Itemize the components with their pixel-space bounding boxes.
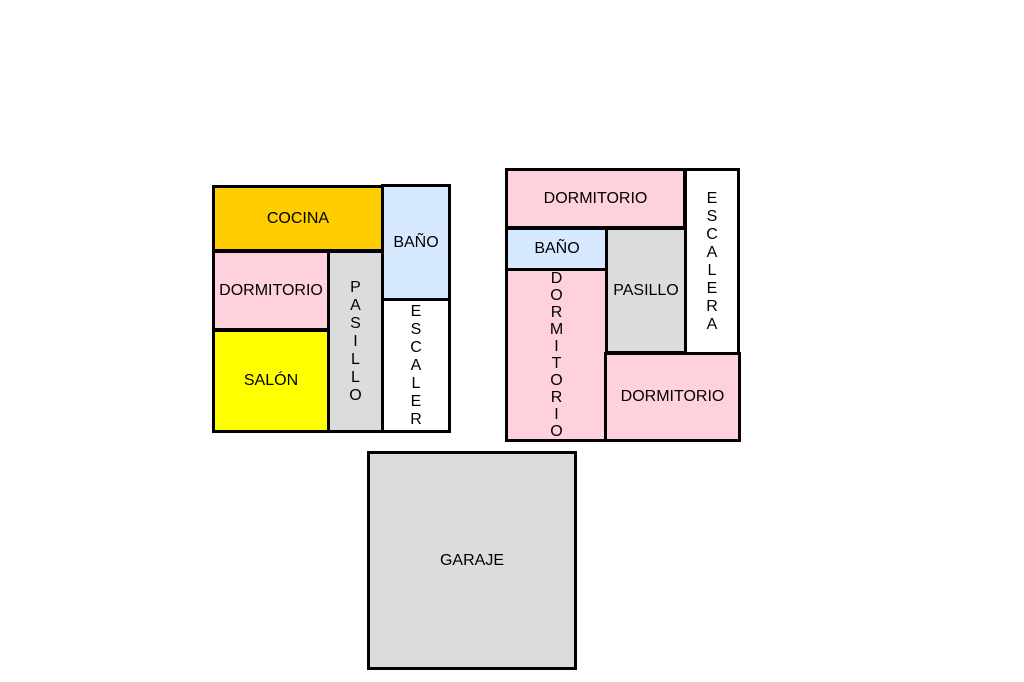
room-garaje: GARAJE [367,451,577,670]
vertical-letter: L [707,262,717,279]
vertical-letter: R [410,411,422,428]
room-dormitorio-left: DORMITORIO [212,250,330,331]
vertical-letter: R [550,304,563,321]
vertical-letter: C [410,339,422,356]
vertical-letter: E [410,303,422,320]
vertical-letter: A [350,296,361,314]
vertical-letter: A [410,357,422,374]
vertical-letter: O [550,287,563,304]
room-bano-right: BAÑO [505,227,609,271]
room-label: GARAJE [439,551,504,569]
vertical-letter: P [350,278,361,296]
vertical-letter: A [706,244,718,261]
vertical-letter: S [410,321,422,338]
vertical-letter: L [411,375,421,392]
vertical-letter: C [706,226,718,243]
vertical-letter: R [550,389,563,406]
room-salon: SALÓN [212,329,330,433]
vertical-letter: O [550,423,563,440]
vertical-letter: S [706,208,718,225]
vertical-letter: I [353,332,358,350]
room-label: PASILLO [613,281,679,299]
vertical-letter: I [554,338,559,355]
vertical-letter: E [410,393,422,410]
room-cocina: COCINA [212,185,384,252]
room-label: DORMITORIO [620,388,725,405]
vertical-letter: L [351,350,360,368]
vertical-letter: A [706,316,718,333]
vertical-letter: S [350,314,361,332]
vertical-letter: L [351,368,360,386]
room-label: COCINA [266,209,330,227]
room-label: BAÑO [393,233,439,251]
room-dormitorio-bottom-right: DORMITORIO [604,352,741,442]
room-pasillo-right: PASILLO [605,227,687,354]
room-label: SALÓN [243,372,299,389]
room-label: DORMITORIO [219,281,323,299]
room-dormitorio-top-right: DORMITORIO [505,168,686,229]
room-bano-left: BAÑO [381,184,451,301]
vertical-letter: R [706,298,718,315]
room-label: BAÑO [534,240,580,257]
vertical-letter: O [550,372,563,389]
vertical-letter: E [706,280,718,297]
vertical-letter: I [554,406,559,423]
vertical-letter: O [349,386,362,404]
room-label: DORMITORIO [543,189,648,207]
vertical-letter: M [549,321,564,338]
vertical-letter: T [551,355,562,372]
vertical-letter: D [550,270,563,287]
vertical-letter: E [706,190,718,207]
vertical-letter: A [411,429,422,430]
